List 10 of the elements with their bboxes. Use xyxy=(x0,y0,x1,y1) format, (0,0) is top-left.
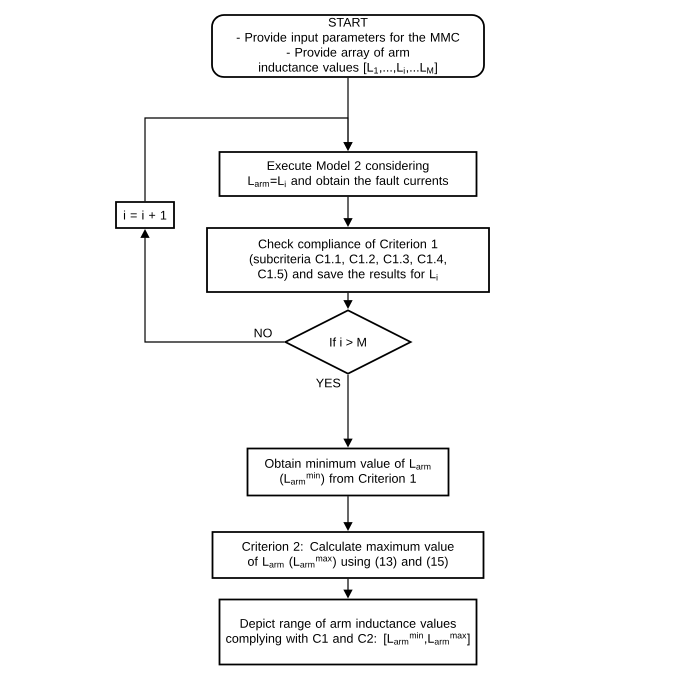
process-box: Obtain minimum value of L$_{arm}$ (L$_{arm}$$^{min}$) from Criterion 1 xyxy=(246,448,450,496)
process-box: i = i + 1 xyxy=(115,201,175,229)
process-box: Depict range of arm inductance values complying with C1 and C2: [L$_{arm}$$^{min}$,L$_{arm}$$^{max}$] xyxy=(218,598,478,666)
process-box: Check compliance of Criterion 1 (subcriteria C1.1, C1.2, C1.3, C1.4, C1.5) and save the results for L$_{i}$ xyxy=(206,227,490,293)
process-box: Execute Model 2 considering L$_{arm}$=L$_{i}$ and obtain the fault currents xyxy=(218,151,478,197)
process-box: Criterion 2: Calculate maximum value of L$_{arm}$ (L$_{arm}$$^{max}$) using (13) and (15) xyxy=(212,531,484,579)
edge-label: YES xyxy=(316,378,340,388)
arrow xyxy=(144,117,353,202)
start-box: START - Provide input parameters for the MMC - Provide array of arm inductance values [L$_{1}$,...,L$_{i}$,...L$_{M}$] xyxy=(211,14,485,78)
edge-label: NO xyxy=(254,328,272,338)
